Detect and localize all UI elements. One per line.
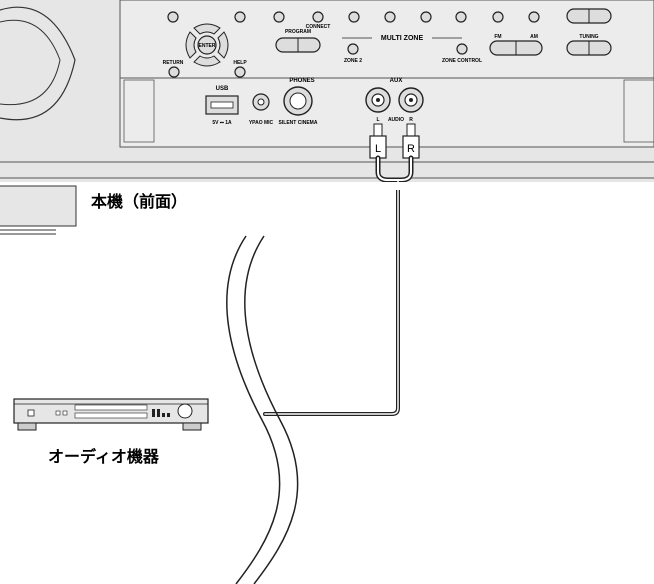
audio-device-label: オーディオ機器: [48, 447, 160, 466]
svg-text:L: L: [375, 143, 381, 155]
svg-text:R: R: [409, 117, 413, 123]
cut-lines: [226, 235, 299, 584]
audio-cable: [263, 155, 414, 416]
svg-text:R: R: [407, 143, 415, 155]
svg-text:PHONES: PHONES: [289, 78, 314, 84]
svg-text:HELP: HELP: [233, 60, 247, 66]
front-jacks: USB 5V ⎓ 1A YPAO MIC PHONES SILENT CINEM…: [205, 78, 318, 126]
receiver-side: [0, 182, 654, 235]
svg-text:AM: AM: [530, 34, 538, 40]
audio-device: [13, 398, 209, 431]
svg-text:ZONE CONTROL: ZONE CONTROL: [442, 58, 482, 64]
svg-text:AUDIO: AUDIO: [388, 117, 404, 123]
receiver-front-label: 本機（前面）: [91, 192, 187, 211]
rca-plugs: L R: [369, 123, 420, 159]
svg-text:AUX: AUX: [390, 78, 403, 84]
svg-text:MULTI ZONE: MULTI ZONE: [381, 35, 424, 42]
top-buttons: [167, 8, 612, 24]
svg-text:ZONE 2: ZONE 2: [344, 58, 362, 64]
volume-knob: [0, 6, 76, 121]
aux-jacks: AUX L AUDIO R: [365, 78, 424, 123]
svg-text:RETURN: RETURN: [163, 60, 184, 66]
svg-text:YPAO MIC: YPAO MIC: [249, 120, 274, 126]
svg-text:5V ⎓ 1A: 5V ⎓ 1A: [212, 120, 232, 126]
svg-text:SILENT CINEMA: SILENT CINEMA: [279, 120, 318, 126]
svg-text:USB: USB: [216, 86, 229, 92]
svg-text:ENTER: ENTER: [199, 43, 216, 49]
svg-text:TUNING: TUNING: [579, 34, 598, 40]
svg-text:FM: FM: [494, 34, 501, 40]
svg-text:L: L: [376, 117, 379, 123]
cursor-pad: ENTER RETURN HELP: [163, 23, 247, 78]
svg-text:CONNECT: CONNECT: [306, 24, 331, 30]
program-zone-tuner: PROGRAM CONNECT MULTI ZONE ZONE 2 ZONE C…: [275, 24, 612, 64]
svg-text:PROGRAM: PROGRAM: [285, 29, 311, 35]
